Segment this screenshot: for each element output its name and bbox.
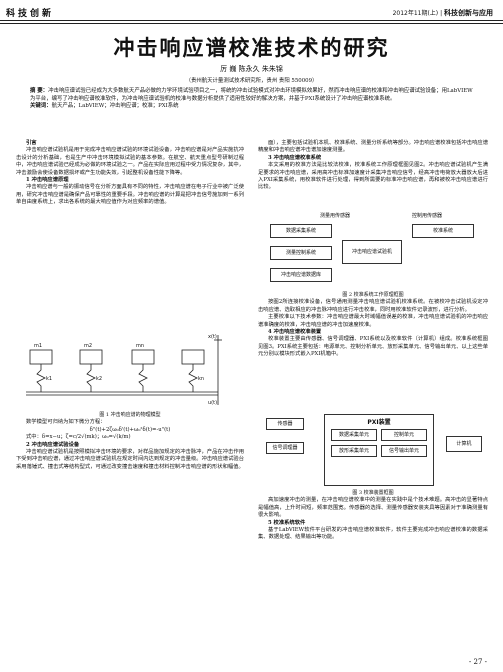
figure-2-caption: 图 2 校准系统工作原理框图	[342, 292, 404, 298]
right-text-2: 本文采用的校准方法是比较法校准，校准系统工作原理框图见图2。冲击响应谱试验机产生…	[258, 162, 488, 191]
fig2-calib-box: 校准系统	[412, 224, 474, 238]
page-number: - 27 -	[468, 658, 487, 666]
left-column: 引言 冲击响应谱试验机是用于完成冲击响应谱试验的环境试验设备，冲击响应谱是对产品…	[16, 140, 244, 207]
right-column-2: 图 2 校准系统工作原理框图 按图2所连接校准设备，信号通用测量冲击响应谱试验机…	[258, 292, 488, 359]
abstract-label: 摘 要：	[30, 88, 49, 94]
right-column: 面），主要包括试验机本机、校准系统、测量分析系统等部分。冲击响应谱校准包括冲击响…	[258, 140, 488, 192]
section-1-text: 冲击响应谱与一般的振动信号在分析方面具有不同的特性，冲击响应谱在电子行业中被广泛…	[16, 184, 244, 206]
header-journal-name: 科技创新与应用	[444, 9, 493, 17]
fig1-label-k2: k2	[96, 376, 102, 382]
article-title: 冲击响应谱校准技术的研究	[113, 36, 390, 60]
figure-2-diagram: 测量用传感器 控制用传感器 数据采集系统 校准系统 冲击响应谱试验机 测量控制系…	[262, 212, 484, 292]
fig2-measure-label: 测量用传感器	[310, 212, 360, 220]
keywords-text: 航天产品；LabVIEW；冲击响应谱；校准；PXI系统	[51, 103, 179, 109]
header-journal: 2012年11期(上) | 科技创新与应用	[392, 9, 493, 17]
equation: δ"(t)+2ζω₀δ'(t)+ω₀²δ(t)=-u"(t)	[89, 426, 171, 433]
equation-note: 式中：δ=x−u；ζ=c/2√(mk)；ω₀=√(k/m)	[26, 434, 131, 441]
section-intro-text: 冲击响应谱试验机是用于完成冲击响应谱试验的环境试验设备，冲击响应谱是对产品实施抗…	[16, 147, 244, 176]
fig3-unit-ctrl: 控制单元	[381, 429, 427, 441]
right-text-6: 高加速度冲击的测量，在冲击响应谱校准中的测量在实践中是个技术难题。高冲击的显著特…	[258, 497, 488, 519]
fig2-ctrl-box: 测量控制系统	[270, 246, 332, 260]
section-5-heading: 5 校准系统软件	[268, 519, 306, 526]
fig1-label-x: x(t)	[208, 334, 217, 340]
fig1-label-u: u(t)	[208, 400, 217, 406]
right-text-1: 面），主要包括试验机本机、校准系统、测量分析系统等部分。冲击响应谱校准包括冲击响…	[258, 140, 488, 154]
header-date: 2012年11期(上)	[392, 10, 439, 17]
section-2-text: 冲击响应谱试验机是按照模拟冲击环境的要求，对样品施加规定的冲击脉冲，产品在冲击作…	[16, 449, 244, 470]
right-text-4: 主要校准以下技术参数：冲击响应谱最大时域幅值误差的校准，冲击响应谱试验机的冲击响…	[258, 314, 488, 328]
figure-1-diagram: m1 m2 mn k1 k2 kn x(t) u(t)	[26, 334, 222, 406]
fig1-label-kn: kn	[198, 376, 204, 382]
right-text-3: 按图2所连接校准设备，信号通用测量冲击响应谱试验机校准系统。在被校冲击试验机设定…	[258, 299, 488, 313]
article-affiliation: （贵州航天计量测试技术研究所，贵州 贵阳 550009）	[185, 78, 318, 84]
fig3-sensor-box: 传感器	[266, 418, 304, 430]
fig1-label-m2: m2	[84, 343, 92, 349]
article-authors: 厉 巍 陈永久 朱朱锦	[220, 65, 283, 73]
abstract-text: 冲击响应谱试验已经成为大多数航天产品必做的力学环境试验项目之一，将统的冲击试验模…	[30, 88, 473, 102]
right-text-5: 校准装置主要由传感器、信号调理器、PXI系统以及校准软件（计算机）组成。校准系统…	[258, 336, 488, 358]
section-2-heading: 2 冲击响应谱试验设备	[26, 441, 80, 448]
fig1-label-k1: k1	[46, 376, 52, 382]
fig2-db-box: 冲击响应谱数据库	[270, 268, 332, 282]
figure-3-caption: 图 3 校准装置框图	[352, 490, 394, 496]
fig1-label-mn: mn	[136, 343, 144, 349]
section-3-heading: 3 冲击响应谱校准系统	[268, 154, 322, 161]
fig3-conditioner-box: 信号调理器	[266, 442, 304, 454]
figure-3-diagram: 传感器 信号调理器 PXI装置 数据采集单元 控制单元 放形采集单元 信号输出单…	[262, 412, 488, 488]
keywords-label: 关键词：	[30, 103, 52, 109]
fig3-pxi-label: PXI装置	[367, 419, 391, 426]
equation-intro: 数学模型可归纳为如下微分方程：	[26, 419, 106, 426]
abstract-block: 摘 要：冲击响应谱试验已经成为大多数航天产品必做的力学环境试验项目之一，将统的冲…	[30, 88, 473, 111]
section-intro-heading: 引言	[26, 140, 37, 146]
page-header: 科技创新 2012年11期(上) | 科技创新与应用	[0, 0, 503, 22]
header-rule	[0, 20, 503, 21]
header-rule-2	[0, 23, 503, 24]
fig3-unit-daq: 数据采集单元	[331, 429, 377, 441]
fig3-unit-out: 信号输出单元	[381, 445, 427, 457]
right-text-7: 基于LabVIEW软件平台研发的冲击响应谱校准软件，软件主要完成冲击响应谱校准的…	[258, 527, 488, 541]
fig2-daq-box: 数据采集系统	[270, 224, 332, 238]
fig3-computer-box: 计算机	[446, 436, 482, 452]
section-4-heading: 4 冲击响应谱校准装置	[268, 329, 322, 336]
right-column-3: 图 3 校准装置框图 高加速度冲击的测量，在冲击响应谱校准中的测量在实践中是个技…	[258, 490, 488, 542]
header-section-label: 科技创新	[6, 9, 55, 19]
left-column-2: 图 1 冲击响应谱的物理模型 数学模型可归纳为如下微分方程： δ"(t)+2ζω…	[16, 412, 244, 471]
fig2-control-label: 控制用传感器	[402, 212, 452, 220]
section-1-heading: 1 冲击响应谱原理	[26, 177, 69, 184]
fig3-unit-wave: 放形采集单元	[331, 445, 377, 457]
fig3-pxi-box: PXI装置 数据采集单元 控制单元 放形采集单元 信号输出单元	[324, 414, 434, 486]
figure-1-caption: 图 1 冲击响应谱的物理模型	[99, 412, 161, 418]
fig2-machine-box: 冲击响应谱试验机	[342, 240, 402, 264]
fig1-label-m1: m1	[34, 343, 42, 349]
